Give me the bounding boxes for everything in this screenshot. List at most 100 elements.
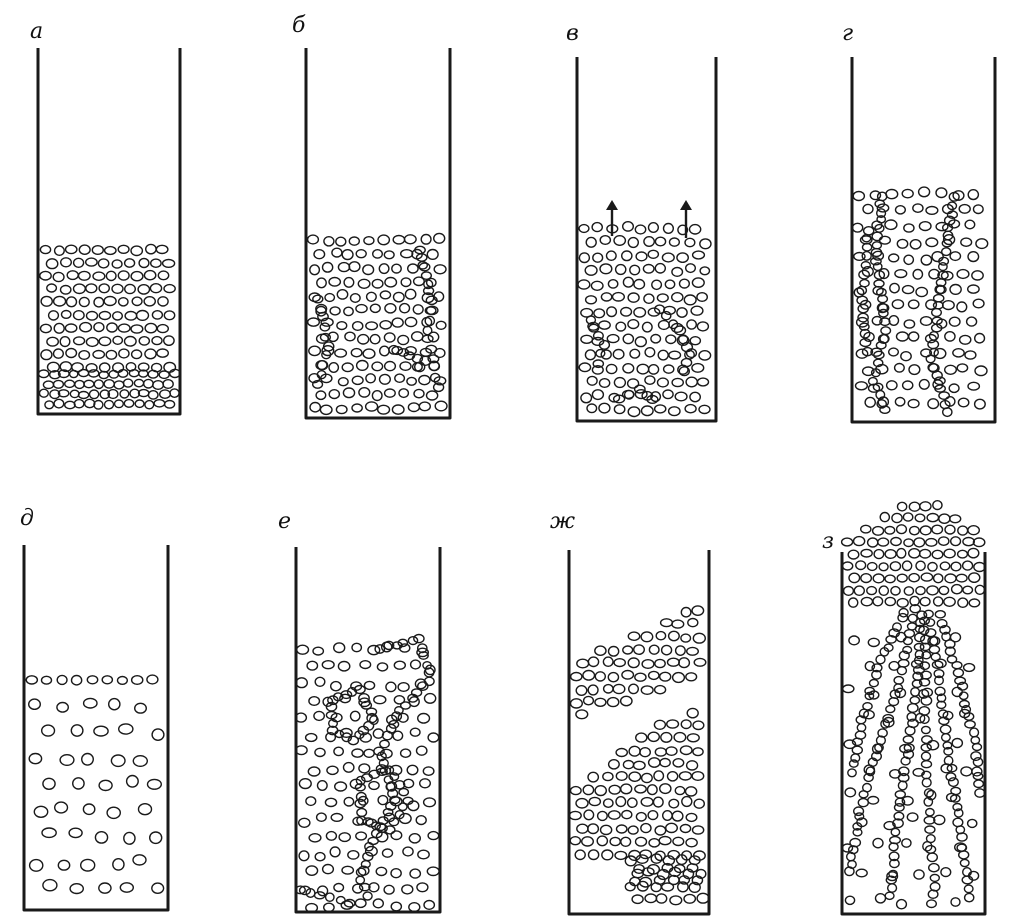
particle bbox=[902, 839, 911, 847]
particle bbox=[310, 265, 320, 275]
particle bbox=[897, 239, 907, 248]
particle bbox=[968, 252, 979, 262]
particle bbox=[687, 708, 698, 717]
particle bbox=[957, 302, 967, 312]
particle bbox=[337, 322, 347, 330]
particle bbox=[879, 586, 888, 595]
particle bbox=[895, 364, 905, 373]
particle bbox=[692, 606, 704, 615]
particle bbox=[868, 638, 879, 646]
particle bbox=[694, 658, 706, 666]
particle bbox=[576, 710, 588, 719]
particle bbox=[927, 586, 938, 595]
particle bbox=[957, 270, 969, 279]
column-e bbox=[296, 547, 440, 912]
particle bbox=[384, 333, 395, 342]
particle bbox=[364, 749, 374, 757]
particle bbox=[585, 266, 597, 276]
particle bbox=[29, 754, 41, 764]
particle bbox=[853, 223, 863, 232]
particle bbox=[144, 297, 155, 306]
particle bbox=[606, 364, 616, 373]
particle bbox=[651, 335, 661, 343]
particle bbox=[926, 619, 935, 626]
particle bbox=[687, 647, 699, 655]
particle bbox=[903, 513, 912, 521]
particle bbox=[870, 191, 880, 200]
particle bbox=[49, 311, 59, 320]
particle bbox=[401, 250, 413, 258]
particle bbox=[306, 866, 318, 875]
particle bbox=[693, 251, 705, 259]
particle bbox=[681, 608, 691, 617]
particle bbox=[890, 283, 899, 292]
particle bbox=[357, 809, 367, 817]
particle bbox=[315, 748, 325, 756]
particle bbox=[139, 259, 149, 268]
particle bbox=[54, 296, 66, 306]
particle bbox=[849, 573, 860, 582]
particle bbox=[588, 685, 598, 695]
particle bbox=[570, 837, 580, 845]
particle bbox=[676, 646, 686, 655]
particle bbox=[392, 264, 401, 273]
particle bbox=[636, 837, 647, 846]
particle bbox=[339, 378, 349, 386]
particle bbox=[160, 390, 171, 398]
particle bbox=[933, 501, 942, 510]
particle bbox=[150, 284, 161, 293]
particle bbox=[622, 671, 634, 680]
particle bbox=[586, 296, 597, 304]
particle bbox=[975, 789, 985, 797]
particle bbox=[898, 614, 908, 622]
particle bbox=[392, 318, 403, 327]
particle bbox=[577, 659, 589, 668]
particle bbox=[391, 902, 401, 911]
particle bbox=[86, 258, 97, 266]
particle bbox=[968, 285, 979, 293]
panel-label-zh: ж bbox=[550, 509, 575, 534]
particle bbox=[423, 767, 434, 775]
particle bbox=[963, 586, 973, 594]
particle bbox=[613, 293, 625, 301]
particle bbox=[323, 865, 334, 874]
particle bbox=[693, 633, 705, 643]
particle bbox=[915, 514, 925, 522]
particle bbox=[903, 561, 912, 570]
particle bbox=[665, 280, 674, 288]
particle bbox=[334, 884, 344, 892]
particle bbox=[876, 655, 885, 664]
particle bbox=[889, 662, 899, 671]
particle bbox=[622, 251, 632, 261]
particle bbox=[165, 401, 175, 409]
particle bbox=[47, 337, 58, 346]
particle bbox=[57, 703, 68, 713]
particle bbox=[595, 698, 606, 706]
particle bbox=[308, 235, 319, 244]
particle bbox=[337, 290, 347, 299]
particle bbox=[131, 272, 143, 281]
particle bbox=[868, 538, 878, 547]
panel-label-a: а bbox=[30, 19, 43, 44]
particle bbox=[317, 278, 326, 288]
particle bbox=[673, 837, 684, 845]
particle bbox=[934, 574, 943, 583]
panel-label-e: е bbox=[278, 509, 291, 534]
particle bbox=[419, 376, 430, 385]
particle bbox=[946, 773, 956, 781]
particle bbox=[904, 320, 914, 328]
particle bbox=[649, 839, 660, 847]
particle bbox=[436, 321, 446, 329]
particle bbox=[921, 573, 932, 581]
particle bbox=[405, 235, 417, 244]
particle bbox=[342, 363, 353, 372]
particle bbox=[932, 309, 942, 317]
particle bbox=[961, 238, 972, 246]
particle bbox=[649, 223, 659, 233]
particle bbox=[958, 526, 968, 535]
particle bbox=[889, 316, 898, 326]
particle bbox=[892, 300, 903, 309]
particle bbox=[94, 380, 103, 389]
particle bbox=[326, 893, 334, 901]
particle bbox=[968, 548, 979, 557]
